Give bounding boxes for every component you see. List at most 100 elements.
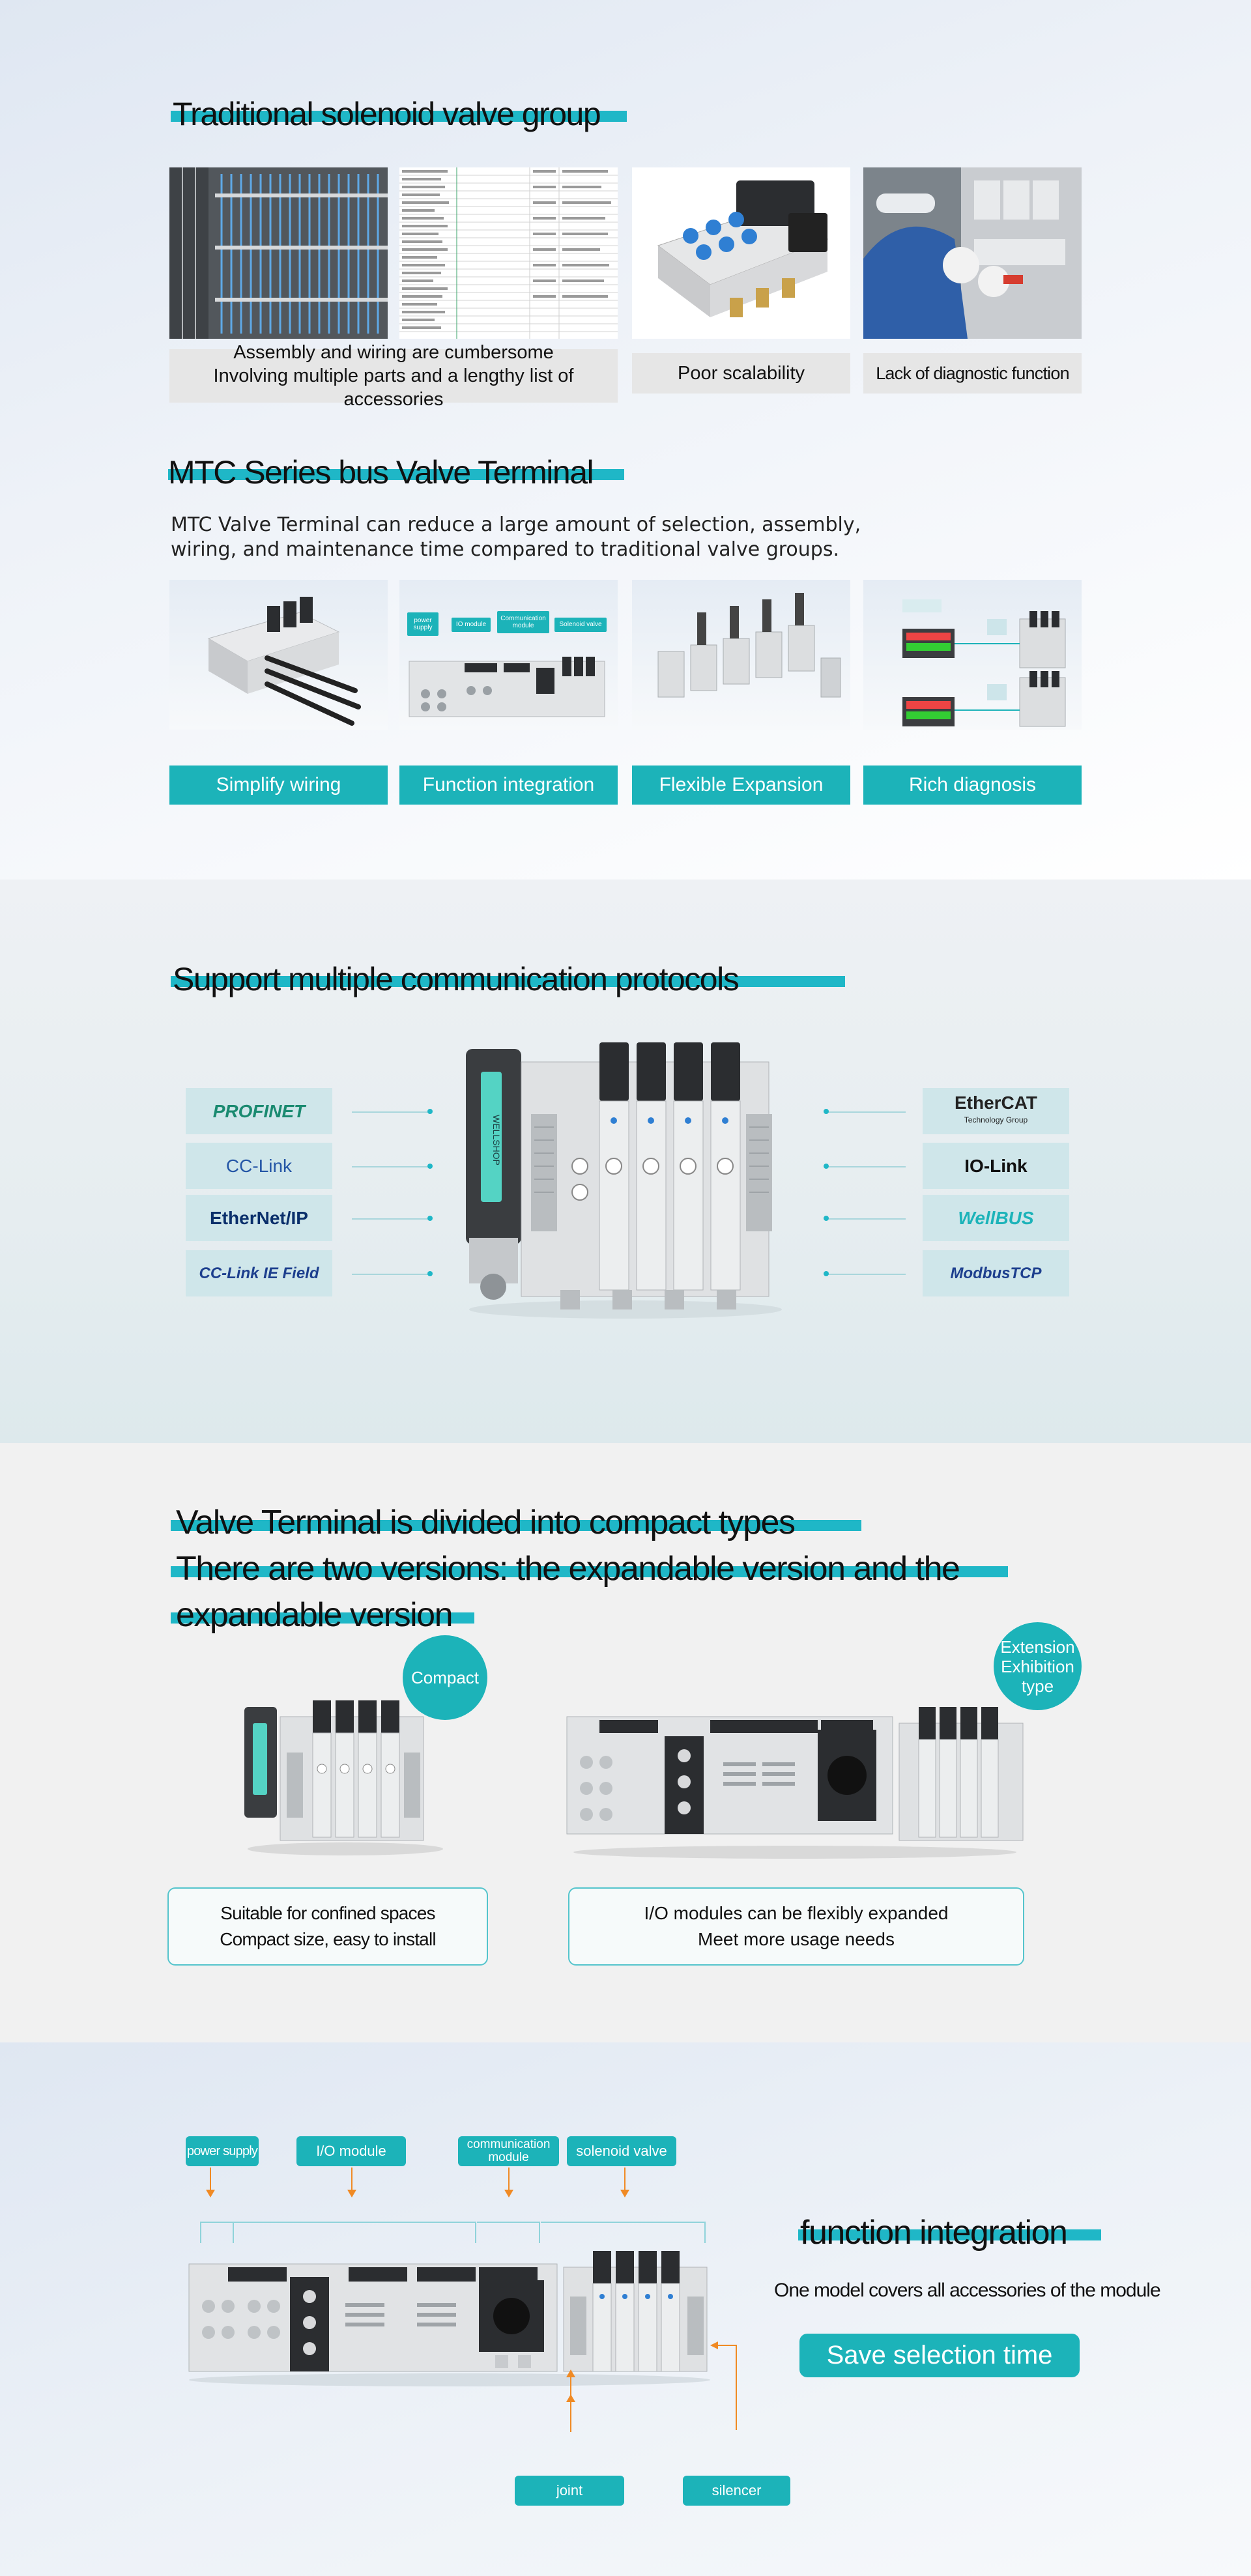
- extension-badge-line1: Extension: [1000, 1637, 1075, 1657]
- connector-dot: [427, 1271, 433, 1276]
- device-brand-label: WELLSHOP: [491, 1115, 502, 1166]
- types-title-line3: expandable version: [176, 1596, 453, 1634]
- function-integration-image: power supply IO module Communication mod…: [399, 580, 618, 730]
- compact-device-image: [235, 1687, 443, 1857]
- save-selection-time-button[interactable]: Save selection time: [799, 2334, 1080, 2377]
- diagram-label-valve: Solenoid valve: [554, 618, 607, 632]
- tag-communication-module: communication module: [458, 2136, 559, 2166]
- ethercat-label: EtherCAT: [954, 1092, 1038, 1113]
- protocol-io-link: IO-Link: [923, 1143, 1069, 1189]
- connector-line: [827, 1274, 906, 1275]
- compact-types-section: Valve Terminal is divided into compact t…: [0, 1443, 1251, 2042]
- types-title-line1: Valve Terminal is divided into compact t…: [176, 1504, 796, 1541]
- connector-dot: [824, 1271, 829, 1276]
- protocol-cc-link: CC-Link: [186, 1143, 332, 1189]
- silencer-arrow-icon: [710, 2341, 737, 2430]
- protocol-cc-link-ie-field: CC-Link IE Field: [186, 1250, 332, 1296]
- rich-diagnosis-image: [863, 580, 1082, 730]
- mtc-title-underline: [168, 469, 624, 480]
- connector-line: [352, 1111, 430, 1113]
- tag-comm-line1: communication: [467, 2138, 551, 2151]
- feature-rich-diagnosis: Rich diagnosis: [863, 766, 1082, 805]
- protocol-modbustcp: ModbusTCP: [923, 1250, 1069, 1296]
- connector-line: [827, 1166, 906, 1167]
- compact-box-line2: Compact size, easy to install: [220, 1929, 436, 1949]
- protocol-wellbus: WellBUS: [923, 1195, 1069, 1241]
- types-title-underline-3: [171, 1612, 474, 1624]
- extension-device-image: [560, 1691, 1029, 1860]
- simplify-wiring-image: [169, 580, 388, 730]
- traditional-title: Traditional solenoid valve group: [173, 96, 601, 132]
- protocol-ethernet-ip: EtherNet/IP: [186, 1195, 332, 1241]
- arrow-down-icon: [504, 2168, 513, 2197]
- types-title-underline-2: [171, 1566, 1008, 1577]
- assembly-caption-line1: Assembly and wiring are cumbersome: [233, 342, 554, 363]
- arrow-down-icon: [620, 2168, 629, 2197]
- connector-dot: [427, 1109, 433, 1114]
- protocol-ethercat: EtherCAT Technology Group: [923, 1088, 1069, 1134]
- connector-dot: [824, 1164, 829, 1169]
- types-title-line2: There are two versions: the expandable v…: [176, 1550, 960, 1588]
- tag-silencer: silencer: [683, 2476, 790, 2506]
- flexible-expansion-image: [632, 580, 850, 730]
- connector-dot: [427, 1216, 433, 1221]
- mtc-title: MTC Series bus Valve Terminal: [168, 454, 594, 491]
- function-title: function integration: [800, 2214, 1068, 2252]
- tag-comm-line2: module: [488, 2151, 529, 2164]
- connector-line: [827, 1218, 906, 1220]
- connector-line: [352, 1166, 430, 1167]
- connector-dot: [824, 1109, 829, 1114]
- extension-box-line2: Meet more usage needs: [698, 1929, 895, 1949]
- protocols-title: Support multiple communication protocols: [173, 961, 740, 997]
- module-bracket-lines: [200, 2222, 706, 2243]
- scalability-caption: Poor scalability: [632, 353, 850, 394]
- protocols-section: Support multiple communication protocols…: [0, 880, 1251, 1443]
- feature-flexible-expansion: Flexible Expansion: [632, 766, 850, 805]
- compact-badge: Compact: [403, 1635, 487, 1720]
- protocols-title-underline: [171, 976, 845, 987]
- extension-badge-line3: type: [1021, 1676, 1054, 1696]
- connector-line: [352, 1274, 430, 1275]
- feature-simplify-wiring: Simplify wiring: [169, 766, 388, 805]
- wiring-cabinet-photo: [169, 167, 388, 339]
- extension-badge: Extension Exhibition type: [994, 1622, 1082, 1710]
- tag-io-module: I/O module: [296, 2136, 406, 2166]
- assembly-caption: Assembly and wiring are cumbersome Invol…: [169, 342, 618, 410]
- diagnostic-caption: Lack of diagnostic function: [863, 353, 1082, 394]
- diagram-label-io: IO module: [452, 618, 491, 632]
- function-integration-section: power supply I/O module communication mo…: [0, 2042, 1251, 2576]
- parts-list-photo: [399, 167, 618, 339]
- types-title-underline-1: [171, 1520, 861, 1531]
- arrow-up-icon: [566, 2369, 575, 2432]
- connector-dot: [824, 1216, 829, 1221]
- arrow-down-icon: [206, 2168, 215, 2197]
- ethercat-subtitle: Technology Group: [964, 1115, 1028, 1124]
- connector-dot: [427, 1164, 433, 1169]
- diagram-label-power: power supply: [407, 612, 439, 636]
- diagram-label-comm: Communication module: [497, 611, 549, 633]
- tag-joint: joint: [515, 2476, 624, 2506]
- arrow-down-icon: [347, 2168, 356, 2197]
- protocol-profinet: PROFINET: [186, 1088, 332, 1134]
- valve-terminal-device: WELLSHOP: [456, 1042, 795, 1323]
- connector-line: [827, 1111, 906, 1113]
- integrated-valve-terminal-image: [176, 2238, 723, 2388]
- function-subtitle: One model covers all accessories of the …: [774, 2280, 1161, 2301]
- mtc-description: MTC Valve Terminal can reduce a large am…: [171, 513, 887, 562]
- tag-solenoid-valve: solenoid valve: [567, 2136, 676, 2166]
- mtc-description-line2: wiring, and maintenance time compared to…: [171, 538, 839, 561]
- function-title-underline: [798, 2229, 1101, 2240]
- tag-power-supply: power supply: [186, 2136, 259, 2166]
- compact-description-box: Suitable for confined spaces Compact siz…: [167, 1887, 488, 1966]
- traditional-vs-mtc-section: Traditional solenoid valve group: [0, 0, 1251, 880]
- mtc-description-line1: MTC Valve Terminal can reduce a large am…: [171, 513, 861, 536]
- extension-badge-line2: Exhibition: [1001, 1656, 1074, 1676]
- solenoid-valve-photo: [632, 167, 850, 339]
- assembly-caption-line2: Involving multiple parts and a lengthy l…: [213, 365, 574, 410]
- feature-function-integration: Function integration: [399, 766, 618, 805]
- extension-description-box: I/O modules can be flexibly expanded Mee…: [568, 1887, 1024, 1966]
- extension-box-line1: I/O modules can be flexibly expanded: [644, 1903, 949, 1923]
- title-underline: [171, 111, 627, 122]
- technician-photo: [863, 167, 1082, 339]
- compact-box-line1: Suitable for confined spaces: [220, 1903, 435, 1923]
